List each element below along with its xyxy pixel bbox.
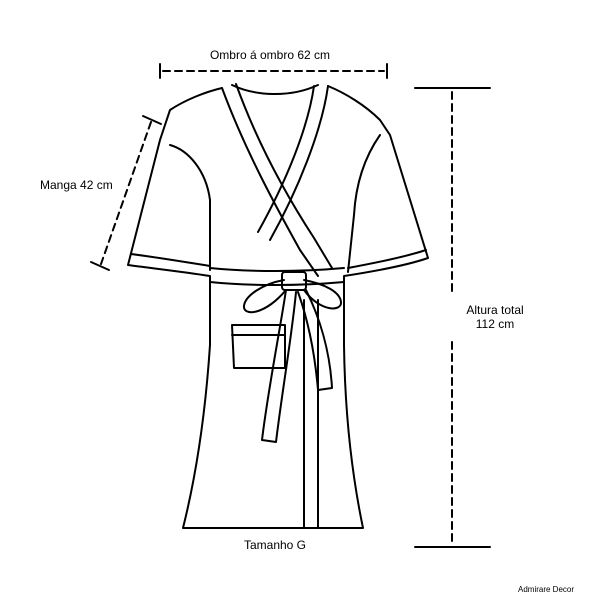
belt-tail-right: [297, 289, 333, 391]
pocket: [231, 324, 286, 369]
right-armhole-seam: [347, 134, 381, 273]
left-sleeve-cuff: [130, 253, 211, 267]
left-armhole-seam: [169, 144, 211, 271]
belt-tail-left: [261, 289, 297, 443]
sleeve-tick-bottom: [90, 261, 110, 271]
back-collar: [231, 84, 319, 95]
shoulder-measure-line: [159, 63, 388, 79]
size-label: Tamanho G: [243, 538, 307, 552]
height-label-line1: Altura total: [466, 303, 524, 317]
right-lapel-band-inner: [257, 85, 315, 233]
sleeve-measure-line: [90, 115, 162, 271]
sleeve-dash: [100, 121, 152, 265]
belt-loop-left: [243, 279, 287, 314]
height-measure-line: [414, 87, 491, 548]
belt-loop-right: [303, 279, 342, 310]
left-lapel-band: [221, 87, 319, 277]
left-lapel-band-inner: [235, 83, 333, 269]
robe-outline: [127, 85, 429, 529]
sleeve-tick-top: [142, 115, 162, 125]
belt-band-top: [209, 267, 345, 272]
belt-knot: [281, 271, 307, 291]
height-measure-label: Altura total 112 cm: [440, 303, 550, 331]
brand-watermark: Admirare Decor: [518, 585, 575, 594]
right-sleeve-cuff: [347, 249, 427, 269]
sleeve-measure-label: Manga 42 cm: [40, 178, 113, 192]
right-lapel-band: [269, 85, 329, 241]
height-label-line2: 112 cm: [475, 317, 515, 331]
shoulder-measure-label: Ombro á ombro 62 cm: [209, 48, 331, 62]
belt-band-bottom: [209, 281, 345, 286]
